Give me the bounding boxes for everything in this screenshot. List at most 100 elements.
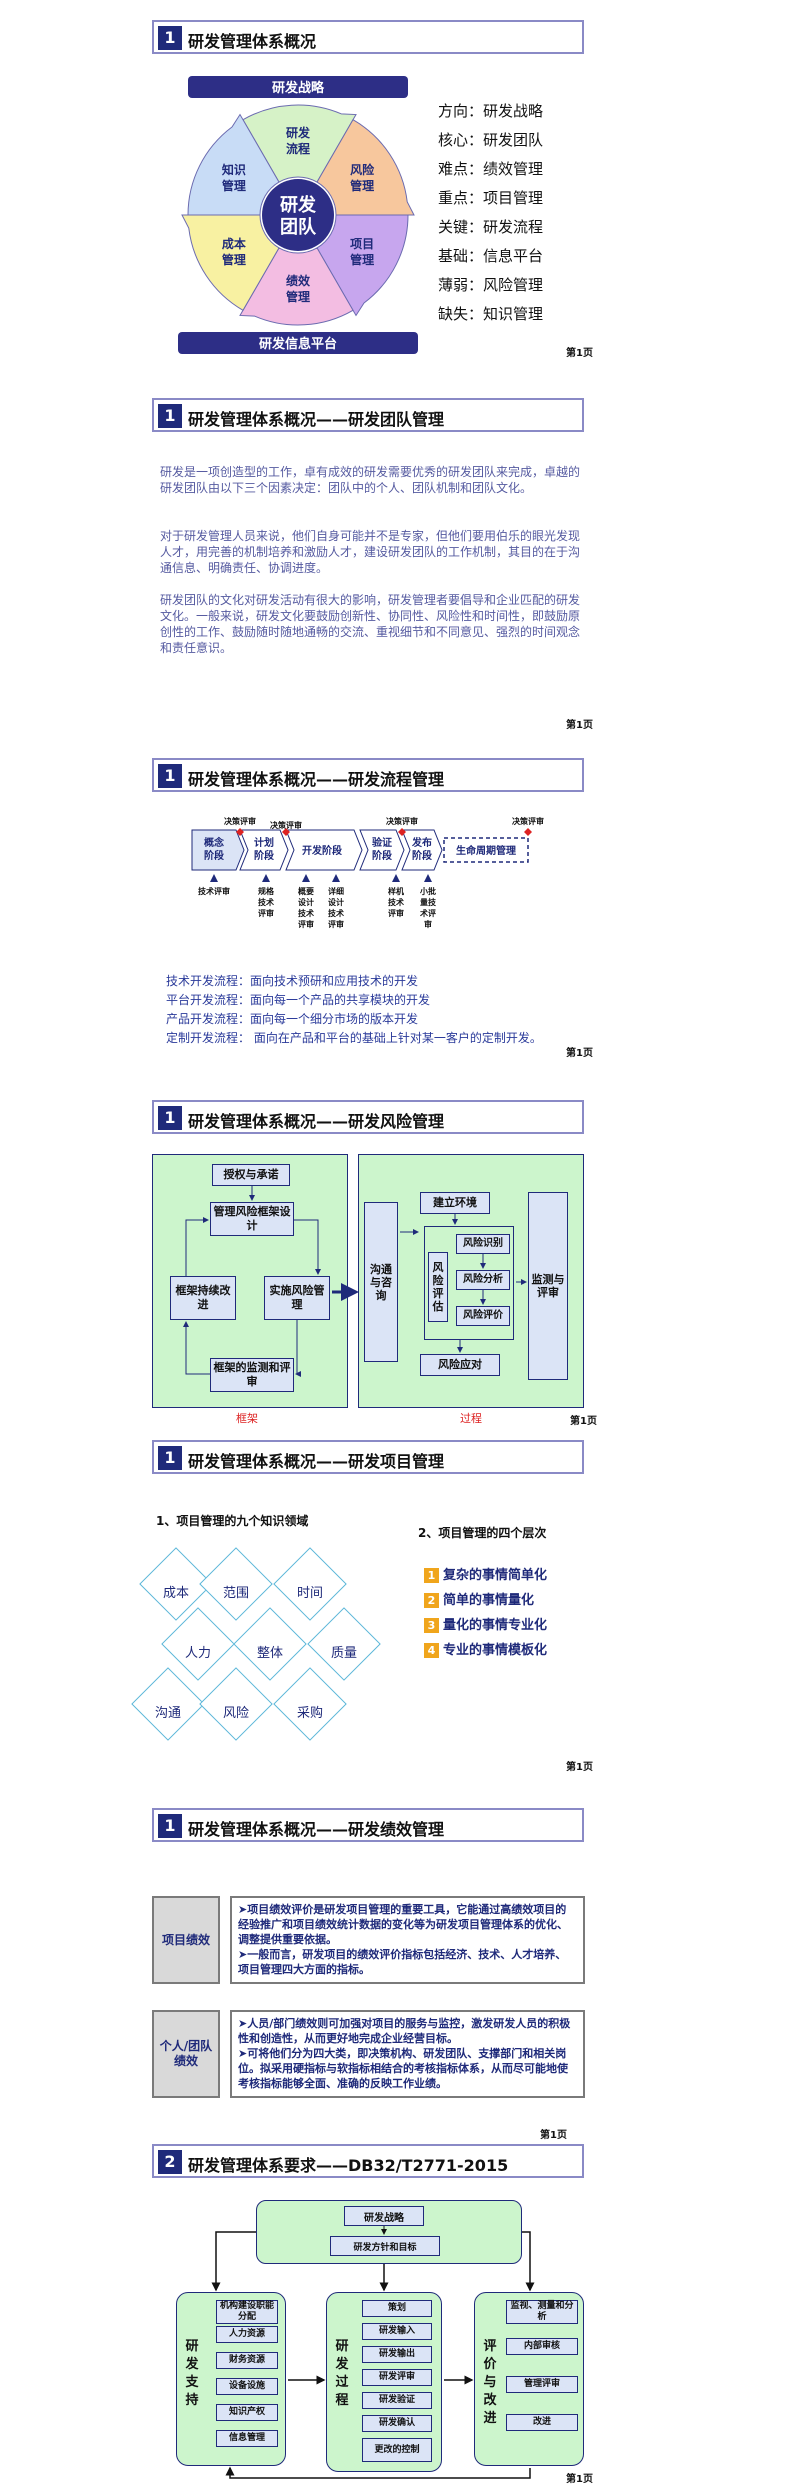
slide-header: 1 研发管理体系概况——研发流程管理 [152, 758, 584, 792]
level-number: 1 [424, 1568, 439, 1583]
level-text: 复杂的事情简单化 [443, 1568, 548, 1583]
establish-context-box: 建立环境 [420, 1192, 490, 1214]
flow-type-line: 技术开发流程：面向技术预研和应用技术的开发 [166, 974, 419, 988]
wheel-center [262, 179, 334, 251]
slide-title: 研发管理体系要求——DB32/T2771-2015 [188, 2156, 509, 2175]
review-label: 术评 [419, 908, 436, 918]
slide-header: 1 研发管理体系概况——研发项目管理 [152, 1440, 584, 1474]
decision-label: 决策评审 [224, 816, 256, 826]
framework-caption: 框架 [236, 1412, 258, 1425]
focus-item: 核心：研发团队 [438, 131, 544, 149]
section-number: 1 [158, 1106, 182, 1130]
knowledge-area-label: 风险 [222, 1706, 249, 1721]
wheel-segment [187, 113, 280, 216]
page-number: 第1页 [570, 1416, 597, 1427]
support-item: 知识产权 [216, 2404, 278, 2421]
bullet: ➤一般而言，研发项目的绩效评价指标包括经济、技术、人才培养、项目管理四大方面的指… [238, 1948, 567, 1976]
wheel-segment [316, 214, 409, 317]
project-performance-label: 项目绩效 [152, 1896, 220, 1984]
authorization-box: 授权与承诺 [212, 1164, 290, 1186]
focus-item: 难点：绩效管理 [438, 160, 544, 178]
continuous-improve-box: 框架持续改进 [170, 1276, 236, 1320]
slide-title: 研发管理体系概况——研发项目管理 [188, 1452, 445, 1471]
wheel-segment-label: 管理 [222, 252, 246, 267]
review-marker [262, 874, 270, 882]
communication-box: 沟通与咨询 [364, 1202, 398, 1362]
implement-risk-box: 实施风险管理 [264, 1276, 330, 1320]
support-title: 研 发 支 持 [185, 2339, 199, 2408]
level-number: 2 [424, 1593, 439, 1608]
review-marker [332, 874, 340, 882]
focus-item: 关键：研发流程 [438, 218, 544, 236]
process-caption: 过程 [460, 1412, 482, 1425]
stage-label: 阶段 [412, 849, 432, 862]
stage-label: 阶段 [204, 849, 224, 862]
wheel-segment [316, 119, 415, 216]
monitor-review-box: 监测与评审 [528, 1192, 568, 1380]
review-marker [392, 874, 400, 882]
bottom-banner-label: 研发信息平台 [259, 336, 337, 352]
review-label: 设计 [298, 897, 314, 907]
section-number: 1 [158, 404, 182, 428]
improve-item: 监视、测量和分析 [506, 2300, 578, 2324]
review-label: 技术 [388, 897, 404, 907]
wheel-segment-label: 成本 [222, 236, 246, 251]
review-label: 审 [424, 919, 432, 929]
review-label: 评审 [388, 908, 404, 918]
wheel-segment-label: 项目 [350, 237, 374, 251]
wheel-segment-label: 研发 [286, 125, 311, 140]
improve-item: 改进 [506, 2414, 578, 2431]
stage-label: 验证 [372, 836, 392, 849]
top-banner [188, 76, 408, 98]
risk-assessment-box: 风险评估 [428, 1252, 448, 1322]
bottom-banner [178, 332, 418, 354]
stage-label: 计划 [254, 836, 274, 849]
process-item: 研发输出 [362, 2346, 432, 2363]
focus-item: 方向：研发战略 [438, 102, 544, 120]
top-banner-label: 研发战略 [272, 80, 325, 96]
review-label: 小批 [419, 886, 436, 896]
knowledge-area-label: 采购 [296, 1706, 323, 1721]
paragraph-3: 研发团队的文化对研发活动有很大的影响，研发管理者要倡导和企业匹配的研发文化。一般… [160, 593, 581, 655]
improve-title: 评 价 与 改 进 [483, 2339, 497, 2426]
policy-box: 研发方针和目标 [330, 2236, 440, 2256]
focus-item: 基础：信息平台 [438, 247, 544, 265]
page-number: 第1页 [566, 2474, 593, 2485]
wheel-segment-label: 管理 [286, 289, 310, 304]
focus-item: 薄弱：风险管理 [438, 276, 544, 294]
slide-process: 1 研发管理体系概况——研发流程管理 概念阶段计划阶段开发阶段验证阶段发布阶段生… [0, 750, 793, 1060]
strategy-box: 研发战略 [344, 2206, 424, 2226]
knowledge-area-label: 成本 [162, 1586, 189, 1601]
review-label: 技术 [258, 897, 274, 907]
slide-performance: 1 研发管理体系概况——研发绩效管理 项目绩效 ➤项目绩效评价是研发项目管理的重… [0, 1800, 793, 2145]
knowledge-area-label: 整体 [256, 1646, 283, 1661]
process-item: 研发验证 [362, 2392, 432, 2409]
decision-label: 决策评审 [270, 820, 302, 830]
level-number: 4 [424, 1643, 439, 1658]
wheel-segment-label: 风险 [350, 162, 375, 177]
slide-risk: 1 研发管理体系概况——研发风险管理 授权与承诺 管理风险框架设计 框架持续改进… [0, 1092, 793, 1432]
wheel-segment-label: 管理 [350, 252, 374, 267]
slide-team: 1 研发管理体系概况——研发团队管理 研发是一项创造型的工作，卓有成效的研发需要… [0, 390, 793, 740]
stage-label: 生命周期管理 [456, 844, 516, 857]
stage-label: 阶段 [372, 849, 392, 862]
flow-type-line: 定制开发流程： 面向在产品和平台的基础上针对某一客户的定制开发。 [166, 1031, 542, 1045]
review-label: 样机 [388, 886, 404, 896]
slide-header: 1 研发管理体系概况——研发团队管理 [152, 398, 584, 432]
risk-response-box: 风险应对 [420, 1354, 500, 1376]
review-label: 技术评审 [198, 886, 230, 896]
level-text: 量化的事情专业化 [443, 1618, 548, 1633]
slide-title: 研发管理体系概况 [188, 32, 317, 51]
process-item: 策划 [362, 2300, 432, 2317]
review-label: 设计 [328, 897, 344, 907]
slide-title: 研发管理体系概况——研发团队管理 [188, 410, 445, 429]
slide-header: 2 研发管理体系要求——DB32/T2771-2015 [152, 2144, 584, 2178]
team-performance-text: ➤人员/部门绩效则可加强对项目的服务与监控，激发研发人员的积极性和创造性，从而更… [230, 2010, 585, 2098]
page-number: 第1页 [566, 1048, 593, 1059]
risk-identify-box: 风险识别 [456, 1234, 510, 1254]
wheel-segment-label: 知识 [221, 162, 246, 177]
support-item: 设备设施 [216, 2378, 278, 2395]
process-item: 研发评审 [362, 2369, 432, 2386]
